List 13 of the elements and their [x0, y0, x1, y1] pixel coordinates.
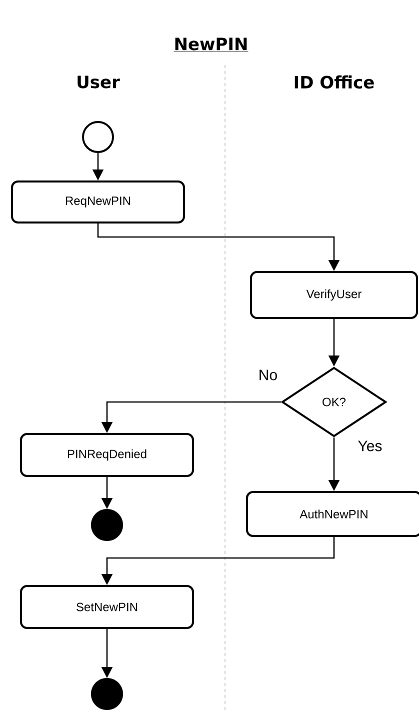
- activity-box: PINReqDenied: [20, 433, 194, 477]
- start-circle: [82, 121, 114, 153]
- end-circle: [90, 508, 124, 542]
- diagram-title: NewPIN: [174, 38, 248, 52]
- lane-header: User: [78, 76, 120, 88]
- lane-header: ID Office: [294, 75, 374, 89]
- activity-box: AuthNewPIN: [246, 491, 419, 537]
- edge-label: No: [257, 368, 279, 382]
- edge-label: Yes: [356, 440, 384, 452]
- activity-box: VerifyUser: [250, 271, 418, 319]
- end-circle: [90, 678, 124, 710]
- activity-box: SetNewPIN: [20, 585, 194, 629]
- activity-box: ReqNewPIN: [11, 180, 185, 224]
